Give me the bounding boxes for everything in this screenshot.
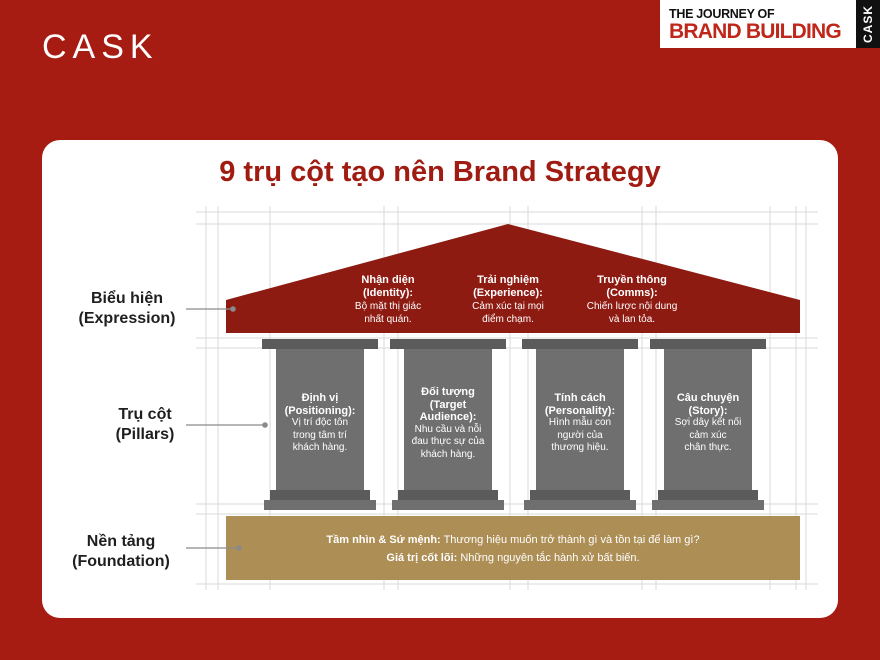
pillar-desc-2: cảm xúc (689, 429, 727, 441)
badge-side-label: CASK (856, 0, 880, 48)
pillar-personality: Tính cách (Personality): Hình mẫu con ng… (534, 392, 626, 455)
pillar-story: Câu chuyện (Story): Sợi dây kết nối cảm … (662, 392, 754, 455)
roof-item-desc-2: nhất quán. (364, 314, 412, 325)
roof-item-title: Truyền thông (597, 274, 667, 286)
roof-item-desc: Bộ mặt thị giác (354, 301, 422, 312)
roof-item-desc-2: và lan tỏa. (608, 314, 656, 325)
pillar-4-shape (650, 339, 766, 510)
label-expression: Biểu hiện (Expression) (52, 289, 202, 329)
diagram-title: 9 trụ cột tạo nên Brand Strategy (219, 156, 661, 188)
cask-logo: CASK (42, 28, 159, 66)
pillar-desc-2: đau thực sự của (411, 436, 485, 447)
roof-item-title: Nhận diện (361, 274, 415, 286)
pillar-positioning: Định vị (Positioning): Vị trí độc tôn tr… (274, 392, 366, 455)
label-expression-en: (Expression) (78, 310, 176, 327)
foundation-line2-bold: Giá trị cốt lõi: (386, 552, 458, 564)
pillar-title-en: (Personality): (544, 404, 616, 417)
label-pillars-en: (Pillars) (115, 426, 175, 443)
foundation-vision-mission: Tầm nhìn & Sứ mệnh: Thương hiệu muốn trở… (226, 534, 800, 546)
pillar-desc-3: khách hàng. (420, 448, 476, 460)
foundation-line1-bold: Tầm nhìn & Sứ mệnh: (326, 534, 441, 546)
pillar-3-shape (522, 339, 638, 510)
pillar-title: Định vị (301, 392, 339, 404)
pillar-title-en: (Positioning): (284, 404, 356, 417)
label-connectors (186, 306, 268, 551)
pillar-desc-1: Vị trí độc tôn (291, 417, 349, 428)
roof-item-desc-2: điểm chạm. (482, 314, 534, 325)
label-foundation-en: (Foundation) (72, 553, 170, 570)
pillar-desc-1: Nhu cầu và nỗi (414, 423, 482, 435)
pillar-title: Đối tượng (421, 386, 475, 398)
pillar-desc-1: Hình mẫu con (548, 417, 612, 428)
foundation-core-values: Giá trị cốt lõi: Những nguyên tắc hành x… (226, 552, 800, 564)
badge-line-2: BRAND BUILDING (669, 20, 842, 43)
pillar-target-audience: Đối tượng (Target Audience): Nhu cầu và … (402, 386, 494, 461)
brand-building-badge: THE JOURNEY OF BRAND BUILDING (660, 0, 856, 48)
pillar-title: Tính cách (554, 392, 606, 404)
roof-item-desc: Cảm xúc tại mọi (472, 301, 544, 312)
roof-item-title-en: (Experience): (473, 287, 543, 299)
badge-line-1: THE JOURNEY OF (669, 7, 775, 21)
foundation-block (226, 516, 800, 580)
pillar-desc-3: khách hàng. (292, 442, 348, 453)
pillar-title-en: (Target (429, 398, 467, 411)
roof-item-identity: Nhận diện (Identity): Bộ mặt thị giác nh… (328, 274, 448, 326)
label-foundation-vi: Nền tảng (86, 533, 156, 550)
pillar-2-shape (390, 339, 506, 510)
pillar-desc-1: Sợi dây kết nối (674, 417, 742, 428)
roof-expression (226, 224, 800, 333)
label-pillars-vi: Trụ cột (118, 406, 172, 423)
foundation-line2-text: Những nguyên tắc hành xử bất biến. (457, 552, 640, 564)
label-foundation: Nền tảng (Foundation) (46, 532, 196, 572)
roof-item-title-en: (Identity): (362, 287, 414, 299)
pillar-title: Câu chuyện (676, 392, 740, 404)
roof-item-title-en: (Comms): (606, 287, 658, 299)
pillar-title-en: (Story): (688, 404, 728, 417)
label-pillars: Trụ cột (Pillars) (70, 405, 220, 445)
pillar-desc-3: chân thực. (684, 442, 732, 453)
pillar-desc-2: người của (557, 429, 603, 441)
roof-item-desc: Chiến lược nội dung (586, 301, 678, 312)
foundation-line1-text: Thương hiệu muốn trở thành gì và tồn tại… (440, 534, 700, 546)
roof-item-experience: Trải nghiệm (Experience): Cảm xúc tại mọ… (448, 274, 568, 326)
roof-item-title: Trải nghiệm (477, 274, 539, 286)
roof-item-comms: Truyền thông (Comms): Chiến lược nội dun… (572, 274, 692, 326)
pillar-1-shape (262, 339, 378, 510)
pillar-title-en-2: Audience): (419, 411, 477, 423)
pillar-desc-3: thương hiệu. (551, 442, 609, 453)
label-expression-vi: Biểu hiện (90, 290, 163, 307)
pillar-desc-2: trong tâm trí (293, 429, 347, 441)
